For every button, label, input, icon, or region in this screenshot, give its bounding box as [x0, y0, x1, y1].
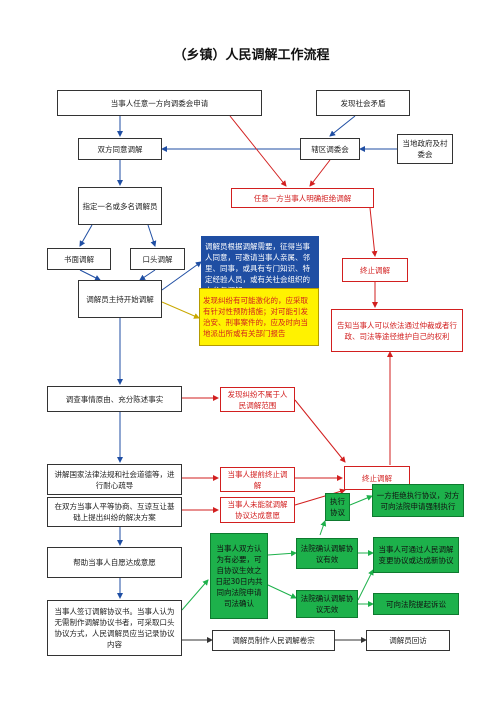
investigate-node: 调查事情原由、充分陈述事实	[47, 386, 182, 412]
court-invalid-node: 法院确认调解协议无效	[296, 590, 358, 618]
execute-node: 执行协议	[325, 493, 350, 521]
help-agree-node: 帮助当事人自愿达成意愿	[47, 547, 182, 578]
court-valid-node: 法院确认调解协议有效	[296, 538, 358, 569]
explain-law-node: 讲解国家法律法规和社会道德等，进行耐心疏导	[47, 464, 182, 495]
arrow-written-to-host	[79, 269, 101, 281]
sign-agreement-node: 当事人签订调解协议书。当事人认为无需制作调解协议书者，可采取口头协议方式，人民调…	[47, 600, 182, 656]
oral-node: 口头调解	[130, 248, 185, 270]
page-title: （乡镇）人民调解工作流程	[173, 48, 330, 63]
local-gov-node: 当地政府及村委会	[397, 134, 453, 164]
arrow-sign-to-courtapply	[181, 579, 209, 611]
arrow-execute-to-refuseexec	[349, 495, 373, 506]
written-node: 书面调解	[47, 248, 111, 270]
assign-mediator-node: 指定一名或多名调解员	[78, 187, 162, 225]
arrow-courtapply-to-valid	[267, 550, 297, 557]
apply-node: 当事人任意一方向调委会申请	[57, 90, 262, 116]
arrow-noagree-to-terminate	[294, 488, 346, 506]
refuse-node: 任意一方当事人明确拒绝调解	[231, 188, 374, 208]
host-start-node: 调解员主持开始调解	[78, 280, 162, 318]
arrow-host-to-escalate	[161, 301, 200, 319]
make-file-node: 调解员制作人民调解卷宗	[212, 630, 335, 651]
arrow-assign-to-written	[79, 224, 93, 247]
terminate-top-node: 终止调解	[342, 258, 408, 282]
arrow-refuse-to-terminate	[369, 207, 378, 257]
arrow-oral-to-host	[139, 269, 156, 281]
party-stop-node: 当事人提前终止调解	[220, 467, 295, 492]
court-apply-node: 当事人双方认为有必要，可自协议生效之日起30日内共同向法院申请司法确认	[210, 533, 268, 619]
discover-node: 发现社会矛盾	[316, 90, 410, 116]
not-in-scope-node: 发现纠纷不属于人民调解范围	[220, 387, 295, 412]
change-agreement-node: 当事人可通过人民调解变更协议或达成新协议	[373, 537, 459, 573]
sue-node: 可向法院提起诉讼	[373, 593, 459, 615]
no-agreement-node: 当事人未能就调解协议达成意愿	[220, 497, 295, 523]
revisit-node: 调解员回访	[366, 630, 450, 651]
arrow-notscope-to-terminate	[294, 399, 346, 463]
arrow-district-to-refuse	[309, 159, 331, 187]
arrow-discover-to-district	[329, 115, 356, 137]
notify-parties-node: 告知当事人可以依法通过仲裁或者行政、司法等途径维护自己的权利	[331, 309, 463, 352]
arrow-valid-to-execute	[319, 520, 327, 536]
both-agree-node: 双方同意调解	[78, 138, 162, 160]
arrow-apply-to-refuse	[229, 115, 287, 187]
refuse-execute-node: 一方拒绝执行协议，对方可向法院申请强制执行	[372, 484, 464, 517]
district-committee-node: 辖区调委会	[300, 138, 360, 160]
arrow-courtapply-to-invalid	[267, 584, 297, 599]
arrow-host-to-invite	[161, 261, 202, 291]
arrow-invalid-to-change	[357, 569, 374, 601]
arrow-assign-to-oral	[147, 224, 157, 247]
negotiate-node: 在双方当事人平等协商、互谅互让基础上提出纠纷的解决方案	[47, 497, 182, 527]
escalate-note-node: 发现纠纷有可能激化的，应采取有针对性预防措施；对可能引发治安、刑事案件的，应及时…	[199, 288, 319, 346]
